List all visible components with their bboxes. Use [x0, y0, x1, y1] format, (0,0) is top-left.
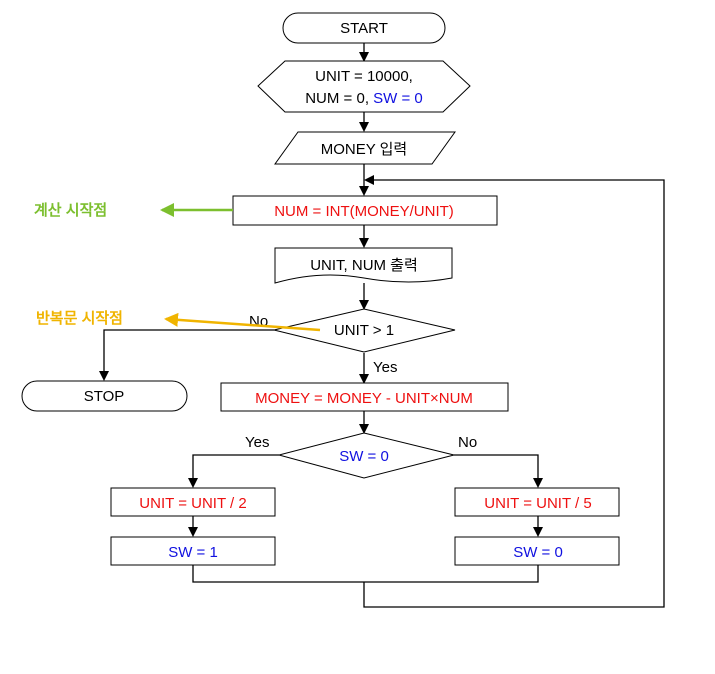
- start-terminal: [282, 12, 446, 44]
- unit-div5-label: UNIT = UNIT / 5: [484, 495, 591, 512]
- num-calc-label: NUM = INT(MONEY/UNIT): [274, 203, 454, 220]
- unit-div5-box: [454, 487, 620, 517]
- unit-condition-diamond: [273, 308, 456, 353]
- sw-set0-label: SW = 0: [513, 544, 563, 561]
- init-hexagon: [257, 60, 471, 113]
- money-calc-box: [220, 382, 509, 412]
- unit-div2-label: UNIT = UNIT / 2: [139, 495, 246, 512]
- stop-terminal: [21, 380, 188, 412]
- edge-label-no-sw: No: [458, 434, 477, 451]
- start-label: START: [340, 20, 388, 37]
- num-calc-box: [232, 195, 498, 226]
- sw-set1-box: [110, 536, 276, 566]
- input-parallelogram: [274, 131, 456, 165]
- init-line2: NUM = 0, SW = 0: [305, 90, 423, 107]
- edge-label-no-unit: No: [249, 313, 268, 330]
- stop-label: STOP: [84, 388, 125, 405]
- connector-lines: [99, 43, 665, 608]
- unit-condition-label: UNIT > 1: [334, 322, 394, 339]
- calc-start-annotation: 계산 시작점: [34, 201, 107, 219]
- unit-div2-box: [110, 487, 276, 517]
- money-calc-label: MONEY = MONEY - UNIT×NUM: [255, 390, 473, 407]
- sw-set1-label: SW = 1: [168, 544, 218, 561]
- sw-condition-label: SW = 0: [339, 448, 389, 465]
- init-line1: UNIT = 10000,: [315, 68, 413, 85]
- output-document: [274, 247, 453, 284]
- output-label: UNIT, NUM 출력: [310, 257, 418, 274]
- loop-start-annotation: 반복문 시작점: [36, 309, 123, 327]
- input-label: MONEY 입력: [321, 141, 408, 158]
- sw-set0-box: [454, 536, 620, 566]
- loop-start-arrow: [164, 312, 321, 332]
- sw-condition-diamond: [277, 432, 455, 479]
- edge-label-yes-unit: Yes: [373, 359, 397, 376]
- edge-label-yes-sw: Yes: [245, 434, 269, 451]
